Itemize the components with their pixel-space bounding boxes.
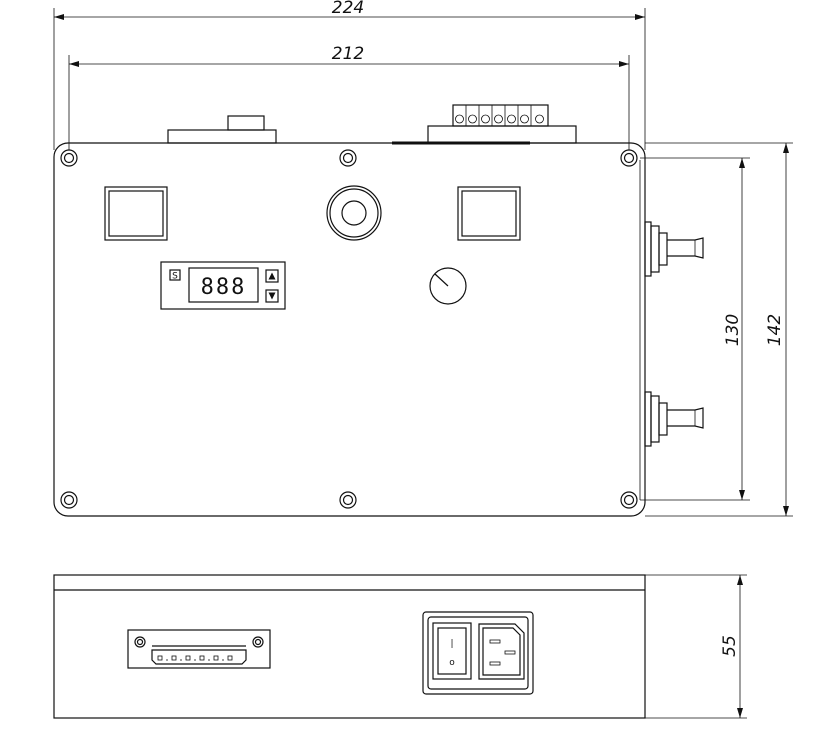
terminal-block-top — [392, 104, 577, 145]
mounting-hole-bottom-left — [60, 491, 78, 509]
switch-off-symbol: o — [449, 658, 455, 668]
dimension-55: 55 — [645, 574, 747, 719]
mounting-hole-bottom-middle — [339, 491, 357, 509]
mounting-hole-top-left — [60, 149, 78, 167]
enclosure-outline — [53, 142, 646, 517]
power-switch[interactable]: | o — [432, 622, 472, 680]
dim-label-212: 212 — [332, 44, 364, 64]
front-enclosure-outline — [53, 574, 646, 719]
round-gland — [326, 185, 382, 241]
controller-display: 888 — [201, 275, 247, 300]
down-button[interactable] — [265, 289, 279, 303]
dimension-142: 142 — [645, 142, 793, 517]
dim-label-142: 142 — [765, 314, 785, 346]
square-window-left — [104, 186, 168, 241]
hose-barb-lower — [644, 391, 704, 447]
dimension-224: 224 — [53, 0, 646, 150]
adjustment-knob[interactable] — [429, 267, 467, 305]
rear-connector-block — [167, 115, 277, 144]
power-inlet-module: | o — [422, 611, 534, 695]
up-button[interactable] — [265, 269, 279, 283]
dimension-130: 130 — [640, 157, 750, 501]
set-button[interactable] — [169, 269, 181, 281]
mounting-hole-bottom-right — [620, 491, 638, 509]
terminal-connector-front — [127, 629, 271, 669]
dim-label-224: 224 — [332, 0, 364, 18]
switch-on-symbol: | — [450, 639, 453, 649]
top-view: S 888 — [53, 104, 704, 517]
dimension-212: 212 — [68, 44, 630, 150]
temperature-controller: S 888 — [160, 261, 286, 310]
iec-socket — [478, 623, 525, 680]
mounting-hole-top-middle — [339, 149, 357, 167]
hose-barb-upper — [644, 221, 704, 277]
square-window-right — [457, 186, 521, 241]
dim-label-55: 55 — [720, 635, 740, 657]
dim-label-130: 130 — [723, 314, 743, 346]
set-button-label: S — [172, 272, 178, 282]
mounting-hole-top-right — [620, 149, 638, 167]
front-view: 55 — [53, 574, 747, 719]
